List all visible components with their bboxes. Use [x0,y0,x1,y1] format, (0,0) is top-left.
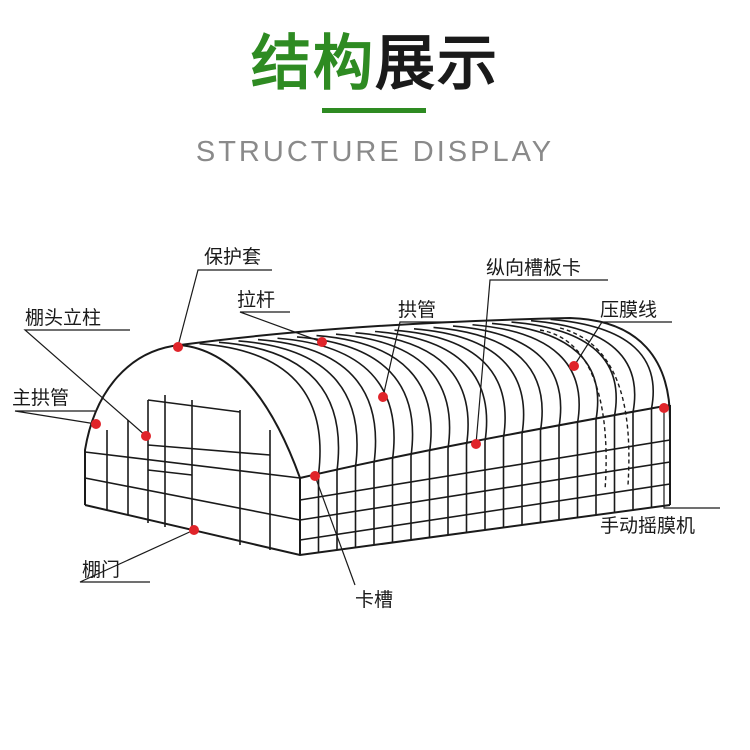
label-tie-rod: 拉杆 [237,289,275,311]
arch-tube [394,329,506,528]
leader-end-column [23,329,147,437]
arch-tube [238,340,358,548]
leader-longitudinal-clip [475,279,608,445]
arch-tube [355,332,469,533]
title-black-part: 展示 [375,29,499,99]
arch-tube [316,334,432,538]
label-main-arch: 主拱管 [12,387,69,409]
leader-door [79,529,195,583]
side-rail [299,439,671,501]
marker-main-arch [91,419,101,429]
front-end-grid [84,395,301,550]
side-wall-grid [299,439,671,541]
label-film-line: 压膜线 [600,299,657,321]
arch-tube [433,326,543,523]
leader-arch-tube [382,321,450,398]
leader-tie-rod [239,311,323,343]
marker-clip-slot [310,471,320,481]
film-pressure-line-2 [559,327,630,486]
markers [91,337,669,535]
leader-protective-sleeve [177,269,272,347]
arch-tube [511,321,617,513]
arch-tube [374,330,488,530]
side-eave-line [299,404,671,479]
ridge-line [179,316,671,421]
page-title: 结构展示 [251,29,499,99]
end-crossbar [84,477,301,521]
marker-manual-roller [659,403,669,413]
leader-main-arch [14,410,97,425]
arch-tube [413,328,525,525]
arch-tube [491,322,599,515]
arch-tubes [199,318,654,553]
title-block: 结构展示 [0,22,750,106]
end-crossbar [147,444,271,456]
arch-tube [296,336,414,540]
end-crossbar [147,399,241,413]
page-subtitle: STRUCTURE DISPLAY [195,136,555,168]
arch-tube [452,325,562,520]
marker-end-column [141,431,151,441]
arch-tube [550,318,654,508]
arch-tube [472,323,580,518]
title-green-part: 结构 [251,29,375,99]
side-rail [299,483,671,541]
label-clip-slot: 卡槽 [355,589,393,611]
arch-tube [530,319,636,510]
leader-lines [14,269,720,586]
film-pressure-line [539,329,607,491]
label-manual-roller: 手动摇膜机 [600,515,695,537]
arch-tube [277,337,395,543]
marker-arch-tube [378,392,388,402]
label-door: 棚门 [82,559,120,581]
marker-tie-rod [317,337,327,347]
arch-tube [257,338,377,545]
label-end-column: 棚头立柱 [25,307,101,329]
end-crossbar [84,451,301,479]
title-underline [322,108,426,113]
arch-tube [218,341,340,550]
marker-longitudinal-clip [471,439,481,449]
marker-protective-sleeve [173,342,183,352]
label-arch-tube: 拱管 [398,299,436,321]
arch-tube [335,333,451,535]
leader-manual-roller [663,408,720,509]
marker-film-line [569,361,579,371]
leader-film-line [573,321,672,367]
side-rail [299,461,671,521]
marker-door [189,525,199,535]
bottom-line [84,504,671,557]
leader-clip-slot [314,475,356,586]
label-protective-sleeve: 保护套 [204,246,261,268]
arch-tube [199,342,321,553]
label-longitudinal-clip: 纵向槽板卡 [486,257,581,279]
end-crossbar [147,469,193,476]
